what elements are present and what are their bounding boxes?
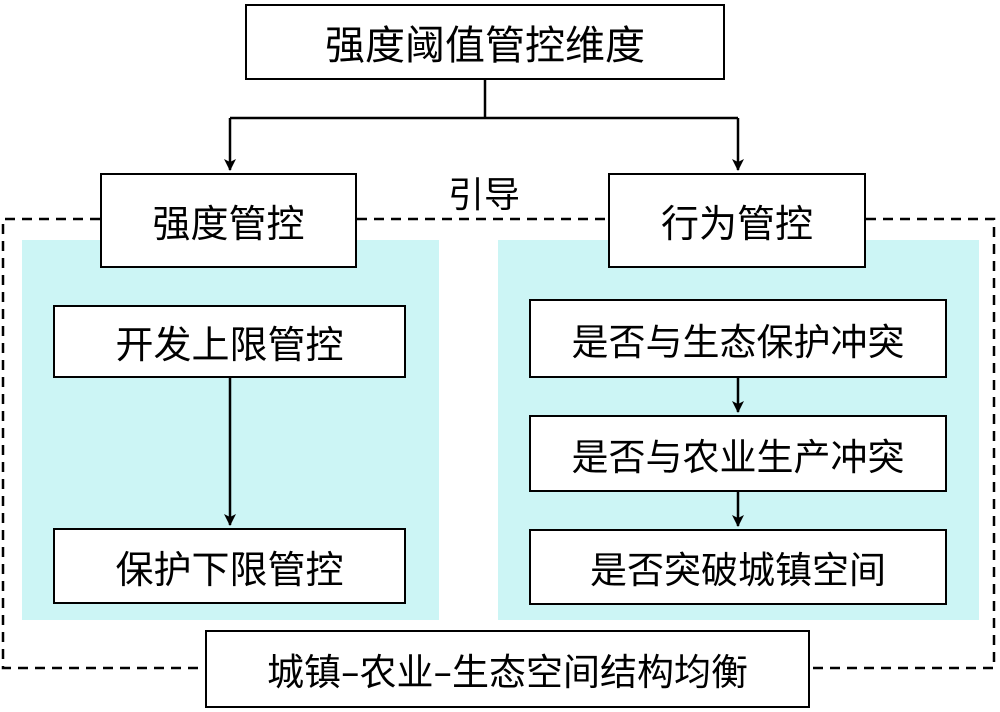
left-node-2: 保护下限管控 — [53, 528, 406, 604]
top-node: 强度阈值管控维度 — [245, 4, 725, 80]
right-head-node: 行为管控 — [608, 173, 866, 268]
left-head-node: 强度管控 — [100, 173, 357, 268]
right-node-3: 是否突破城镇空间 — [529, 529, 947, 605]
split-connector — [224, 80, 744, 171]
dashed-frame — [1, 217, 996, 670]
guide-label: 引导 — [448, 175, 521, 216]
bottom-node: 城镇–农业–生态空间结构均衡 — [205, 630, 810, 708]
left-node-1: 开发上限管控 — [53, 305, 406, 378]
right-node-2: 是否与农业生产冲突 — [529, 415, 947, 492]
right-node-1: 是否与生态保护冲突 — [529, 299, 947, 378]
